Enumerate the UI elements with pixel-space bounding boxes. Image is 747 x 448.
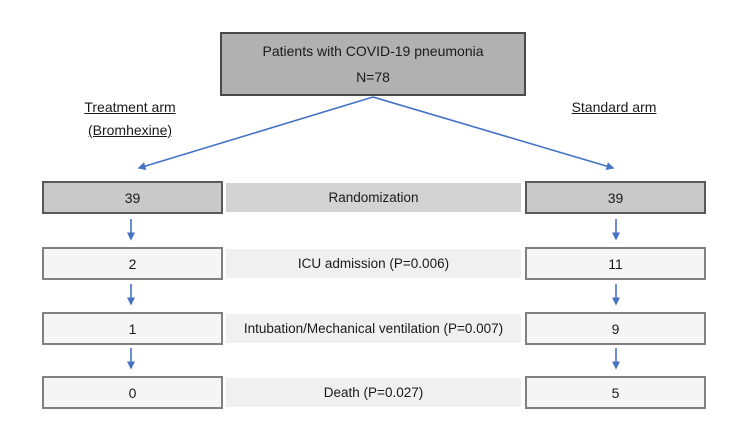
randomization-count-standard: 39 <box>525 181 706 214</box>
treatment-arm-line1: Treatment arm <box>84 99 176 115</box>
randomization-band: Randomization <box>226 183 521 212</box>
icu-band: ICU admission (P=0.006) <box>226 249 521 278</box>
treatment-arm-label: Treatment arm (Bromhexine) <box>45 96 215 142</box>
count-value: 11 <box>608 255 623 272</box>
treatment-arm-line2: (Bromhexine) <box>87 122 173 138</box>
enrollment-title: Patients with COVID-19 pneumonia <box>262 43 484 60</box>
enrollment-box: Patients with COVID-19 pneumonia N=78 <box>220 32 526 96</box>
death-count-standard: 5 <box>525 376 706 409</box>
standard-arm-line1: Standard arm <box>571 99 657 115</box>
count-value: 5 <box>611 384 620 401</box>
band-label: Randomization <box>328 190 419 205</box>
count-value: 2 <box>128 255 137 272</box>
count-value: 9 <box>611 320 620 337</box>
band-label: Death (P=0.027) <box>323 385 424 400</box>
randomization-count-treatment: 39 <box>42 181 223 214</box>
count-value: 39 <box>607 189 624 206</box>
icu-count-treatment: 2 <box>42 247 223 280</box>
death-count-treatment: 0 <box>42 376 223 409</box>
death-band: Death (P=0.027) <box>226 378 521 407</box>
count-value: 39 <box>124 189 141 206</box>
band-label: ICU admission (P=0.006) <box>297 256 450 271</box>
standard-arm-label: Standard arm <box>529 96 699 119</box>
enrollment-count: N=78 <box>356 68 390 85</box>
count-value: 1 <box>128 320 137 337</box>
intubation-band: Intubation/Mechanical ventilation (P=0.0… <box>226 314 521 343</box>
intubation-count-treatment: 1 <box>42 312 223 345</box>
intubation-count-standard: 9 <box>525 312 706 345</box>
count-value: 0 <box>128 384 137 401</box>
icu-count-standard: 11 <box>525 247 706 280</box>
band-label: Intubation/Mechanical ventilation (P=0.0… <box>243 321 504 336</box>
